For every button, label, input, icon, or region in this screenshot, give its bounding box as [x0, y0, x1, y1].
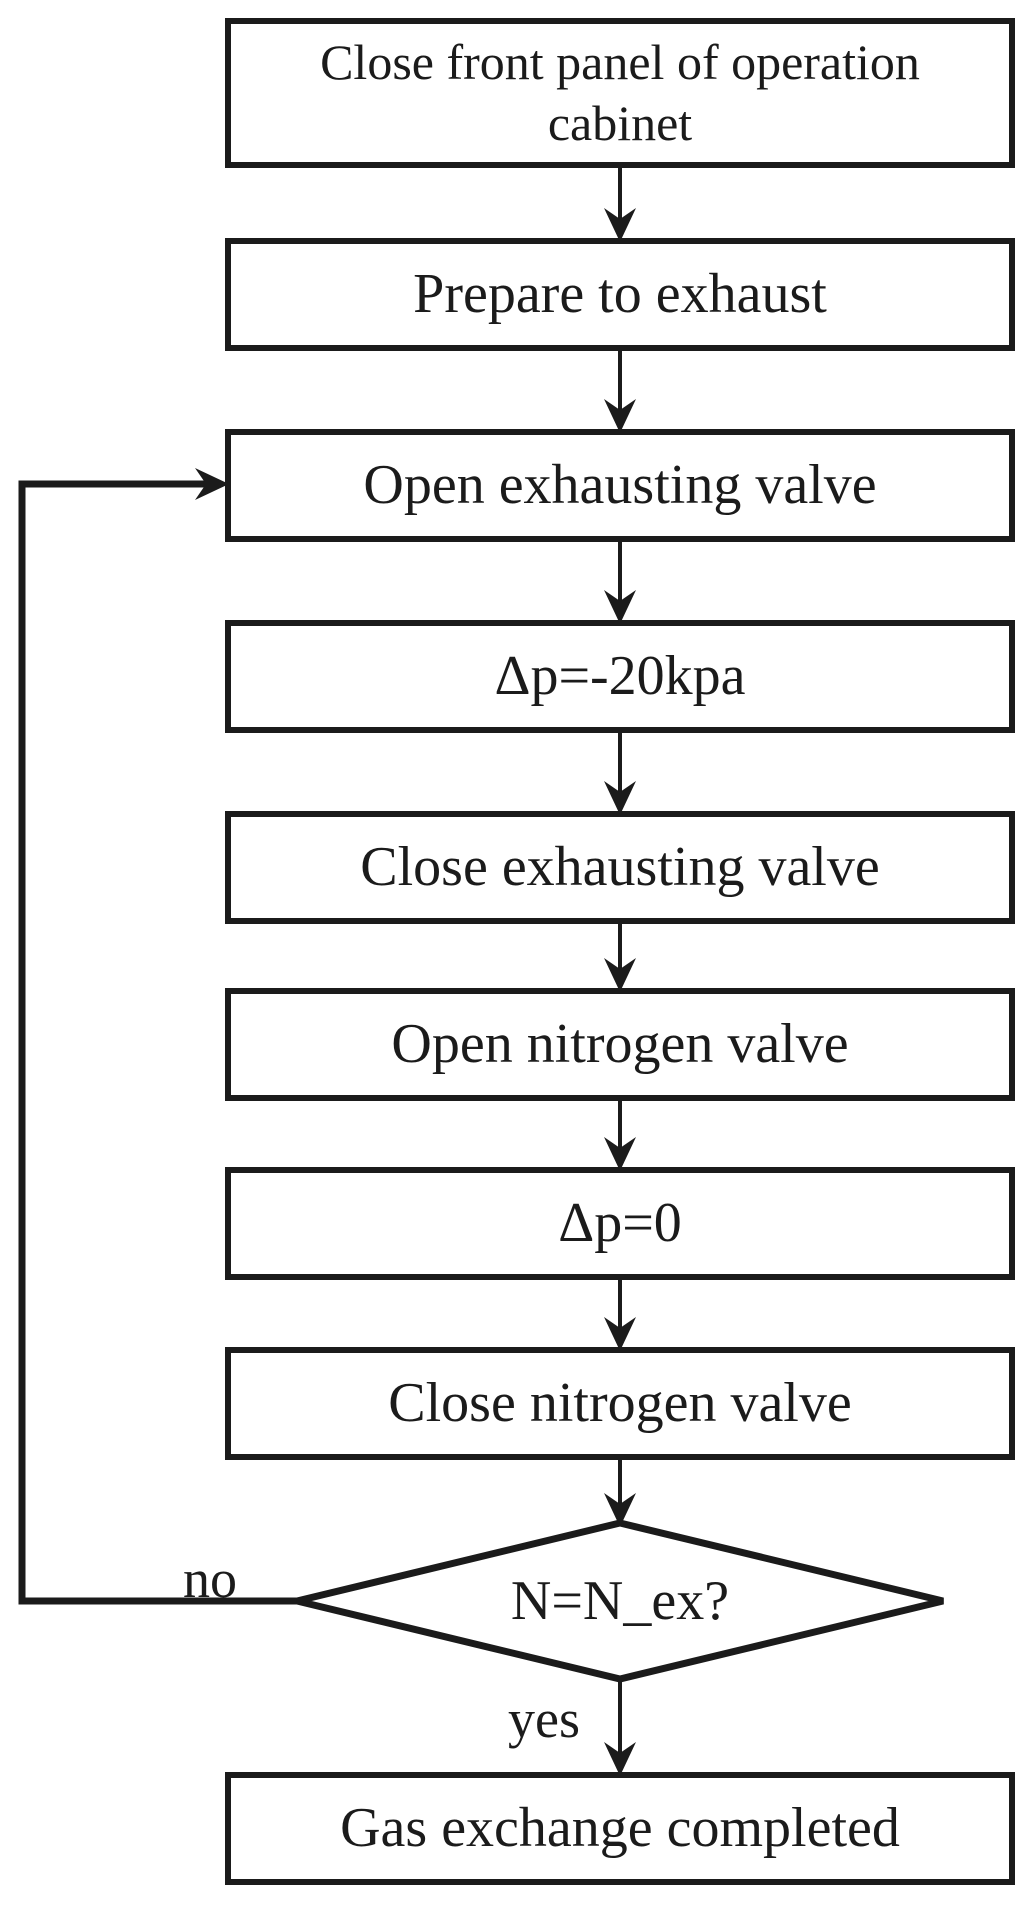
branch-label-no: no — [183, 1549, 237, 1609]
arrow-step3-step4 — [604, 542, 636, 624]
node-label: Δp=0 — [558, 1192, 682, 1255]
node-label: Close exhausting valve — [360, 836, 880, 899]
arrowhead-down-icon — [604, 958, 636, 992]
decision-diamond — [296, 1519, 944, 1683]
arrow-step1-step2 — [604, 168, 636, 242]
node-label: Δp=-20kpa — [494, 645, 746, 708]
arrowhead-down-icon — [604, 1742, 636, 1776]
node-label: Close nitrogen valve — [388, 1372, 852, 1435]
arrowhead-right-icon — [195, 468, 229, 500]
decision-label: N=N_ex? — [510, 1570, 730, 1632]
node-close-front-panel: Close front panel of operation cabinet — [225, 18, 1015, 168]
node-prepare-to-exhaust: Prepare to exhaust — [225, 238, 1015, 351]
arrowhead-down-icon — [604, 781, 636, 815]
arrowhead-down-icon — [604, 1317, 636, 1351]
arrowhead-down-icon — [604, 590, 636, 624]
arrow-step5-step6 — [604, 924, 636, 992]
node-label: Prepare to exhaust — [413, 263, 827, 326]
arrowhead-down-icon — [604, 1137, 636, 1171]
arrowhead-down-icon — [604, 399, 636, 433]
node-delta-p-zero: Δp=0 — [225, 1167, 1015, 1280]
arrow-decision-end — [604, 1679, 636, 1776]
arrow-step6-step7 — [604, 1101, 636, 1171]
arrowhead-down-icon — [604, 208, 636, 242]
arrow-step7-step8 — [604, 1280, 636, 1351]
arrow-step8-decision — [604, 1460, 636, 1527]
node-label: Open exhausting valve — [363, 454, 877, 517]
node-close-exhausting-valve: Close exhausting valve — [225, 811, 1015, 924]
node-close-nitrogen-valve: Close nitrogen valve — [225, 1347, 1015, 1460]
node-open-nitrogen-valve: Open nitrogen valve — [225, 988, 1015, 1101]
node-label: Close front panel of operation cabinet — [320, 34, 920, 151]
arrowhead-down-icon — [604, 1493, 636, 1527]
node-gas-exchange-completed: Gas exchange completed — [225, 1772, 1015, 1885]
node-delta-p-minus-20kpa: Δp=-20kpa — [225, 620, 1015, 733]
node-open-exhausting-valve: Open exhausting valve — [225, 429, 1015, 542]
arrow-step4-step5 — [604, 733, 636, 815]
node-label: Open nitrogen valve — [391, 1013, 849, 1076]
loop-no-connector — [18, 468, 297, 1605]
branch-label-yes: yes — [508, 1689, 580, 1749]
arrow-step2-step3 — [604, 351, 636, 433]
node-label: Gas exchange completed — [340, 1797, 900, 1860]
